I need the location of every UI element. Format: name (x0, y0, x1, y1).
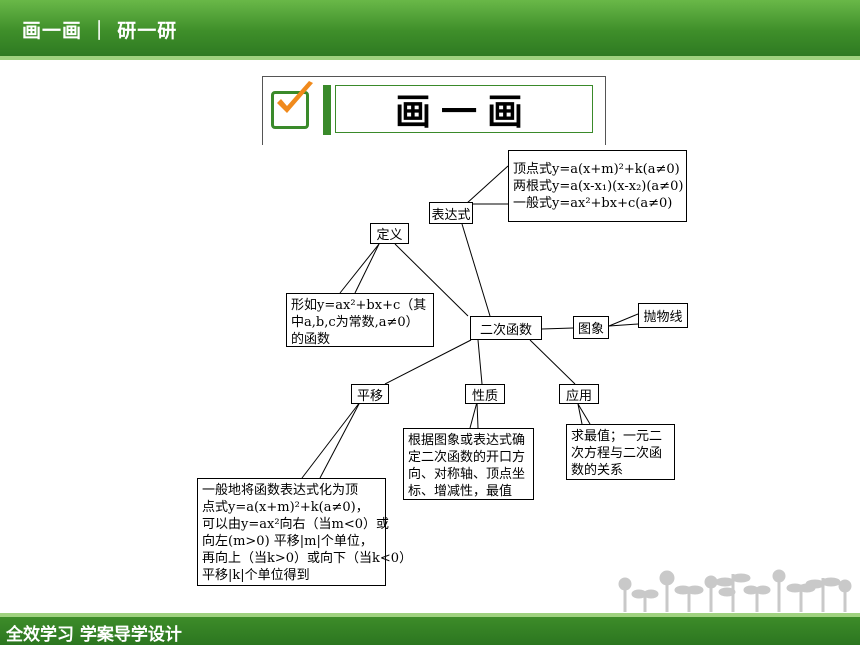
detail-line: 一般地将函数表达式化为顶 (202, 483, 359, 498)
detail-line: 根据图象或表达式确 (408, 433, 526, 448)
node-biaodashi: 表达式 (429, 202, 473, 224)
header-divider (0, 56, 860, 60)
section-banner: 画一画 (262, 76, 606, 145)
detail-line: 一般式y=ax²+bx+c(a≠0) (513, 196, 673, 211)
footer-bar: 全效学习 学案导学设计 (0, 617, 860, 645)
detail-line: 数的关系 (571, 463, 624, 478)
detail-line: 标、增减性，最值 (408, 484, 513, 499)
footer-divider (0, 613, 860, 617)
detail-line: 求最值；一元二 (571, 429, 663, 444)
detail-line: 向左(m>0) 平移|m|个单位， (202, 534, 373, 549)
node-yingyong: 应用 (559, 384, 599, 404)
detail-text: 形如y=ax²+bx+c（其中a,b,c为常数,a≠0）的函数 (291, 298, 427, 347)
checkbox-frame (271, 91, 309, 129)
node-xingzhi: 性质 (465, 384, 505, 404)
detail-line: 再向上（当k>0）或向下（当k<0） (202, 551, 413, 566)
detail-line: 向、对称轴、顶点坐 (408, 467, 526, 482)
detail-line: 可以由y=ax²向右（当m<0）或 (202, 517, 390, 532)
node-dingyi-detail: 形如y=ax²+bx+c（其中a,b,c为常数,a≠0）的函数 (286, 293, 434, 347)
node-dingyi: 定义 (370, 223, 409, 244)
header-title: 画一画 ｜ 研一研 (22, 20, 178, 42)
detail-line: 顶点式y=a(x+m)²+k(a≠0) (513, 162, 680, 177)
detail-line: 次方程与二次函 (571, 446, 663, 461)
footer-title: 全效学习 学案导学设计 (6, 625, 182, 645)
header-bar: 画一画 ｜ 研一研 (0, 0, 860, 56)
detail-line: 定二次函数的开口方 (408, 450, 526, 465)
banner-accent-bar (323, 85, 331, 135)
node-center: 二次函数 (470, 316, 542, 340)
detail-line: 点式y=a(x+m)²+k(a≠0)， (202, 500, 369, 515)
detail-line: 平移|k|个单位得到 (202, 568, 310, 583)
node-tuxiang: 图象 (573, 316, 609, 339)
node-xingzhi-detail: 根据图象或表达式确 定二次函数的开口方 向、对称轴、顶点坐 标、增减性，最值 (403, 428, 534, 500)
checkmark-icon (277, 81, 313, 113)
node-biaodashi-detail: 顶点式y=a(x+m)²+k(a≠0) 两根式y=a(x-x₁)(x-x₂)(a… (508, 150, 687, 222)
node-pingyi-detail: 一般地将函数表达式化为顶 点式y=a(x+m)²+k(a≠0)， 可以由y=ax… (197, 478, 413, 586)
node-paowuxian: 抛物线 (638, 303, 688, 328)
node-pingyi: 平移 (351, 384, 389, 404)
sprout-decoration-icon (618, 569, 852, 612)
detail-line: 两根式y=a(x-x₁)(x-x₂)(a≠0) (513, 179, 684, 194)
node-yingyong-detail: 求最值；一元二 次方程与二次函 数的关系 (566, 424, 675, 480)
banner-title: 画一画 (335, 85, 593, 133)
